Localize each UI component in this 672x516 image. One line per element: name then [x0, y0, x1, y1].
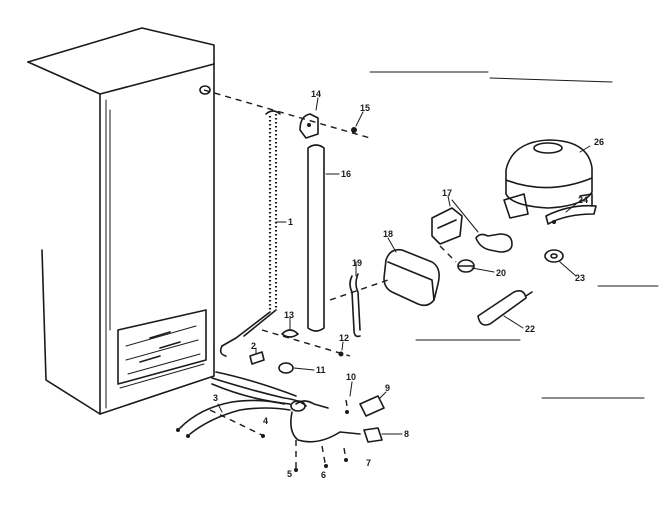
- part-label-23: 23: [575, 273, 585, 283]
- overload: [457, 259, 475, 273]
- mounting-grommet-23: [544, 249, 564, 263]
- leader-lines: [217, 97, 591, 435]
- part-label-11: 11: [316, 365, 326, 375]
- compressor: [503, 139, 593, 219]
- bracket-9: [359, 395, 385, 417]
- relay: [431, 199, 513, 253]
- part-label-17: 17: [442, 188, 452, 198]
- tubing-19: [349, 273, 361, 338]
- mounting-grommet-24: [545, 204, 597, 225]
- part-label-8: 8: [404, 429, 409, 439]
- clip-2: [249, 351, 265, 365]
- plug-8: [363, 427, 383, 443]
- part-label-9: 9: [385, 383, 390, 393]
- screw-5: [294, 468, 298, 472]
- part-label-19: 19: [352, 258, 362, 268]
- grommet-11: [278, 362, 294, 374]
- part-label-12: 12: [339, 333, 349, 343]
- screw-7: [344, 458, 348, 462]
- plug-top: [199, 85, 211, 95]
- wiring-harness: [176, 371, 361, 443]
- part-label-24: 24: [578, 195, 588, 205]
- part-label-2: 2: [251, 341, 256, 351]
- part-label-15: 15: [360, 103, 370, 113]
- clip-13: [281, 329, 299, 338]
- defrost-tube: [307, 144, 325, 332]
- part-label-5: 5: [287, 469, 292, 479]
- drain-tube: [219, 110, 281, 357]
- part-label-10: 10: [346, 372, 356, 382]
- part-label-1: 1: [288, 217, 293, 227]
- part-label-18: 18: [383, 229, 393, 239]
- part-label-16: 16: [341, 169, 351, 179]
- screw-6: [324, 464, 328, 468]
- part-label-4: 4: [263, 416, 268, 426]
- screw-10: [345, 410, 349, 414]
- part-label-3: 3: [213, 393, 218, 403]
- part-label-14: 14: [311, 89, 321, 99]
- drain-bracket: [299, 113, 319, 139]
- part-12-screw: [338, 351, 344, 357]
- cabinet: [27, 27, 215, 415]
- filter-drier: [477, 290, 533, 326]
- part-label-6: 6: [321, 470, 326, 480]
- part-15-screw: [351, 127, 357, 133]
- part-label-22: 22: [525, 324, 535, 334]
- part-label-26: 26: [594, 137, 604, 147]
- part-label-20: 20: [496, 268, 506, 278]
- screw-4: [261, 434, 265, 438]
- part-label-13: 13: [284, 310, 294, 320]
- drain-pan: [383, 248, 440, 307]
- part-label-7: 7: [366, 458, 371, 468]
